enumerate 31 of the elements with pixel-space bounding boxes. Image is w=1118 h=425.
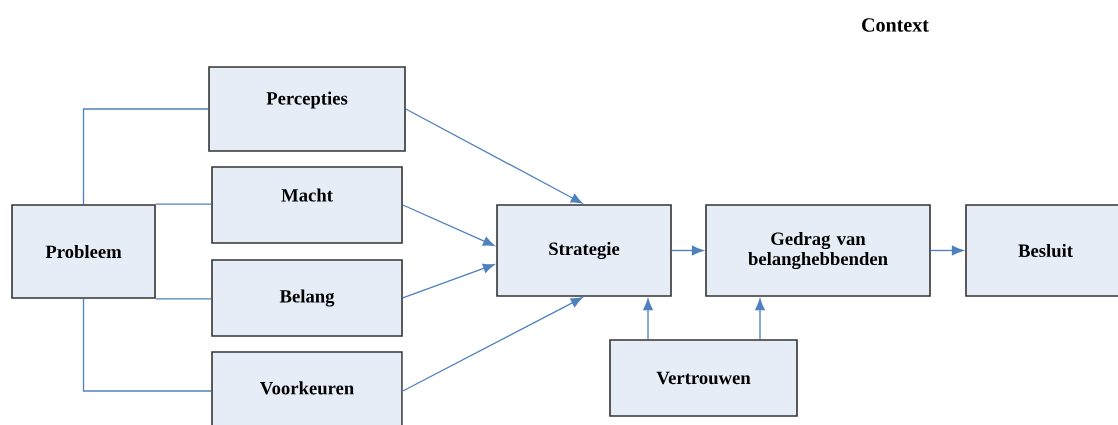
process-box [211,351,403,425]
arrow [402,297,583,392]
box-text: Belang [279,289,335,307]
box-text: Gedrag van belanghebbenden [748,231,888,270]
arrow [930,245,964,256]
context-label: Context [862,18,929,32]
process-box [211,166,403,244]
box-text: Macht [281,188,333,202]
box-text: Besluit [1018,243,1073,258]
arrow [671,245,704,256]
process-box [705,204,931,297]
connector-line [82,108,209,205]
box-text: Percepties [266,91,348,109]
box-text: Strategie [549,241,620,260]
arrow [402,263,495,299]
connector-line [155,298,212,300]
connector-line [155,203,212,205]
process-box [965,204,1118,297]
arrow [405,108,583,204]
arrow [402,204,495,247]
box-text: Voorkeuren [260,381,354,395]
process-box [208,66,406,152]
process-box [211,259,403,337]
process-box [496,204,672,297]
process-box [609,339,798,417]
arrow [643,298,653,340]
connector-line [82,298,212,392]
box-text: Vertrouwen [656,371,751,385]
arrow [755,298,765,340]
process-box [11,204,156,299]
box-text: Probleem [45,244,122,259]
